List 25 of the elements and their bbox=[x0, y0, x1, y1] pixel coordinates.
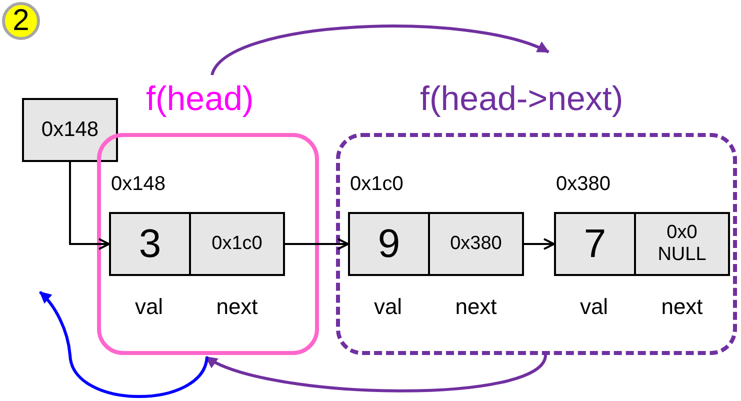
pointer-arrow bbox=[285, 238, 349, 250]
call-arrow bbox=[205, 354, 547, 392]
pointer-arrow bbox=[69, 162, 110, 250]
val-cell: 9 bbox=[350, 214, 430, 274]
next-cell-text: 0x380 bbox=[449, 232, 503, 256]
field-name: next bbox=[215, 293, 259, 321]
step-number-badge: 2 bbox=[2, 2, 40, 40]
next-cell-text: 0x0 NULL bbox=[656, 221, 708, 267]
val-cell: 7 bbox=[556, 214, 636, 274]
field-name: val bbox=[372, 293, 404, 321]
call-arrow bbox=[38, 290, 208, 398]
val-cell: 3 bbox=[111, 214, 191, 274]
pointer-arrow bbox=[524, 238, 555, 250]
address-label: 0x1c0 bbox=[350, 172, 404, 197]
field-name: next bbox=[454, 293, 498, 321]
call-label: f(head->next) bbox=[420, 79, 624, 120]
next-cell-text: 0x1c0 bbox=[210, 232, 264, 256]
pointer-box: 0x148 bbox=[22, 98, 118, 162]
field-name: next bbox=[660, 293, 704, 321]
call-label: f(head) bbox=[146, 79, 254, 120]
field-name: val bbox=[578, 293, 610, 321]
field-name: val bbox=[134, 293, 164, 321]
address-label: 0x148 bbox=[111, 172, 166, 197]
address-label: 0x380 bbox=[556, 172, 610, 197]
call-arrow bbox=[210, 24, 550, 76]
